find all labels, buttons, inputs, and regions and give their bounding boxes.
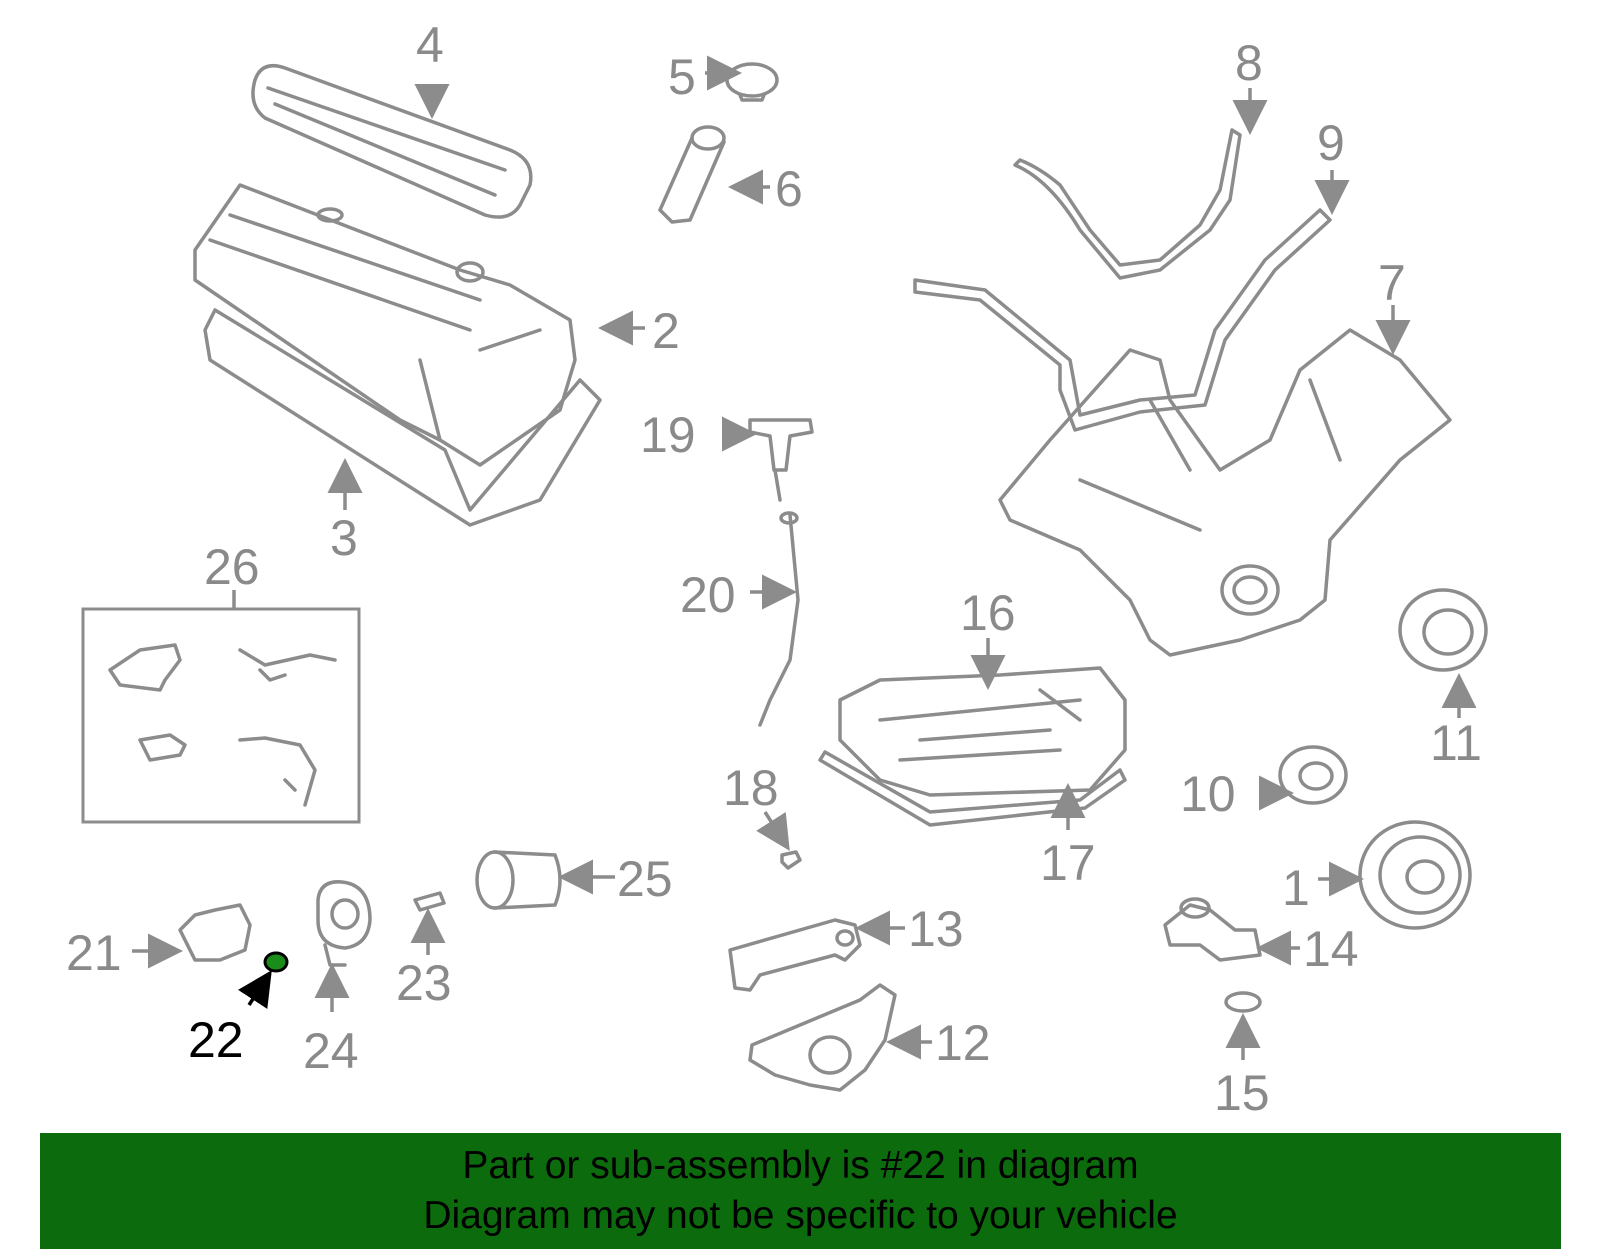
part-10-seal <box>1278 745 1348 805</box>
part-3-gasket <box>203 308 602 527</box>
callout-13: 13 <box>908 901 964 957</box>
part-2-valve-cover <box>193 183 577 467</box>
part-15-o-ring <box>1224 991 1262 1013</box>
callout-5: 5 <box>668 49 696 105</box>
part-21-sensor <box>178 903 252 962</box>
part-8-gasket <box>1013 128 1242 280</box>
part-18-bolt <box>780 850 802 870</box>
callout-3: 3 <box>330 510 358 566</box>
part-14-housing <box>1163 897 1262 962</box>
part-24-oil-cooler <box>316 880 372 967</box>
part-9-gasket <box>913 208 1332 432</box>
part-12-water-pump <box>748 983 897 1092</box>
callout-15: 15 <box>1214 1065 1270 1121</box>
part-6-filler-tube <box>658 125 726 224</box>
part-20-dipstick-tube <box>758 511 800 727</box>
callout-6: 6 <box>775 161 803 217</box>
callout-labels: 1 2 3 4 5 6 7 8 9 10 11 12 13 14 15 16 1… <box>66 17 1482 1121</box>
callout-26: 26 <box>204 539 260 595</box>
callout-4: 4 <box>416 17 444 73</box>
callout-8: 8 <box>1235 35 1263 91</box>
callout-20: 20 <box>680 567 736 623</box>
part-7-timing-cover <box>998 328 1452 657</box>
callout-1: 1 <box>1282 860 1310 916</box>
part-25-oil-filter <box>475 850 562 910</box>
banner-line-part-number: Part or sub-assembly is #22 in diagram <box>462 1144 1139 1187</box>
part-4-valve-cover-gasket <box>251 64 533 219</box>
callout-14: 14 <box>1303 921 1359 977</box>
part-13-bracket <box>728 918 862 992</box>
part-26-kit-box <box>81 607 361 824</box>
part-5-oil-cap <box>725 62 779 102</box>
banner-line-disclaimer: Diagram may not be specific to your vehi… <box>423 1194 1178 1237</box>
callout-9: 9 <box>1317 115 1345 171</box>
callout-10: 10 <box>1180 766 1236 822</box>
part-16-oil-pan <box>838 666 1127 797</box>
callout-2: 2 <box>652 303 680 359</box>
callout-18: 18 <box>723 760 779 816</box>
callout-7: 7 <box>1378 255 1406 311</box>
part-22-highlighted[interactable] <box>263 951 289 973</box>
callout-17: 17 <box>1040 835 1096 891</box>
callout-arrows <box>132 55 1477 1060</box>
callout-19: 19 <box>640 407 696 463</box>
callout-25: 25 <box>617 851 673 907</box>
callout-16: 16 <box>960 585 1016 641</box>
callout-23: 23 <box>396 955 452 1011</box>
part-19-dipstick-handle <box>748 418 814 502</box>
part-11-seal <box>1398 588 1488 672</box>
callout-24: 24 <box>303 1023 359 1079</box>
callout-11: 11 <box>1430 715 1482 771</box>
part-17-gasket <box>818 750 1127 827</box>
part-1-pulley <box>1358 820 1472 930</box>
callout-12: 12 <box>935 1015 991 1071</box>
callout-22: 22 <box>188 1012 244 1068</box>
callout-21: 21 <box>66 925 122 981</box>
part-23-stud <box>413 891 446 912</box>
info-banner: Part or sub-assembly is #22 in diagram D… <box>40 1133 1561 1249</box>
